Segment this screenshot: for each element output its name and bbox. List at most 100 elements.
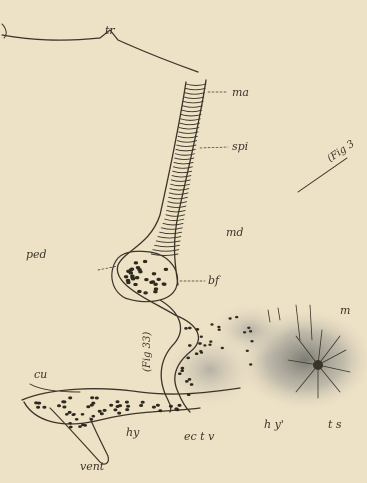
nucleus-dot	[143, 291, 147, 294]
nucleus-dot	[229, 317, 232, 319]
nucleus-dot	[235, 316, 238, 318]
label-ts: t s	[328, 418, 342, 431]
label-ect: ec t v	[184, 430, 215, 443]
nucleus-dot	[68, 396, 72, 399]
nucleus-dot	[208, 344, 211, 346]
nucleus-dot	[69, 426, 73, 429]
nucleus-dot	[34, 401, 38, 404]
nucleus-dot	[78, 425, 82, 428]
nucleus-dot	[141, 401, 145, 404]
nucleus-dot	[188, 327, 192, 330]
nucleus-dot	[169, 405, 173, 408]
nucleus-dot	[152, 272, 156, 275]
nucleus-dot	[126, 405, 130, 408]
nucleus-dot	[187, 393, 191, 396]
nucleus-dot	[75, 418, 79, 421]
nucleus-dot	[57, 404, 61, 407]
nucleus-dot	[133, 283, 137, 286]
label-fig-ref-center: (Fig 33)	[142, 332, 153, 372]
label-spi: spi	[232, 140, 248, 153]
label-hy2: h y'	[264, 418, 284, 431]
nucleus-dot	[200, 336, 203, 338]
label-cu: cu	[34, 368, 47, 381]
nucleus-dot	[68, 411, 72, 414]
nucleus-dot	[190, 383, 194, 386]
nucleus-dot	[90, 396, 94, 399]
nucleus-dot	[117, 412, 121, 415]
nucleus-dot	[130, 276, 134, 279]
nucleus-dot	[246, 350, 249, 352]
nucleus-dot	[198, 342, 202, 345]
label-bf: bf	[208, 274, 221, 287]
nucleus-dot	[125, 408, 129, 411]
nucleus-dot	[126, 281, 130, 284]
nucleus-dot	[61, 400, 65, 403]
nucleus-dot	[118, 404, 122, 407]
nucleus-dot	[68, 422, 72, 425]
nucleus-dot	[144, 278, 148, 281]
nucleus-dot	[185, 380, 189, 383]
nucleus-dot	[174, 407, 178, 410]
nucleus-dot	[42, 406, 46, 409]
nucleus-dot	[217, 326, 220, 328]
nucleus-dot	[149, 281, 153, 284]
nucleus-dot	[154, 287, 158, 290]
label-m: m	[340, 304, 350, 317]
nucleus-dot	[95, 397, 99, 400]
nucleus-dot	[188, 378, 192, 381]
nucleus-dot	[249, 363, 252, 365]
nucleus-dot	[65, 413, 69, 416]
nucleus-dot	[218, 329, 221, 331]
nucleus-dot	[136, 266, 140, 269]
label-ped: ped	[26, 248, 47, 261]
nucleus-dot	[116, 400, 120, 403]
nucleus-dot	[178, 372, 182, 375]
nucleus-dot	[143, 260, 147, 263]
nucleus-dot	[72, 413, 76, 416]
label-hy: hy	[126, 426, 140, 439]
label-vent: vent	[80, 460, 105, 473]
nucleus-dot	[195, 352, 199, 355]
nucleus-dot	[91, 402, 95, 405]
nucleus-dot	[181, 367, 185, 370]
nucleus-dot	[139, 404, 143, 407]
nucleus-dot	[92, 415, 96, 418]
nucleus-dot	[135, 276, 139, 279]
nucleus-dot	[86, 405, 90, 408]
fibre-center-dot	[313, 360, 323, 370]
label-mad: md	[226, 226, 243, 239]
nucleus-dot	[137, 290, 141, 293]
nucleus-dot	[210, 323, 213, 325]
nucleus-dot	[62, 406, 66, 409]
nucleus-dot	[162, 283, 166, 286]
nucleus-dot	[125, 401, 129, 404]
nucleus-dot	[243, 331, 246, 333]
nucleus-dot	[98, 410, 102, 413]
nucleus-dot	[129, 271, 133, 274]
nucleus-dot	[81, 413, 85, 416]
nucleus-dot	[158, 409, 162, 412]
nucleus-dot	[152, 406, 156, 409]
nucleus-dot	[188, 344, 192, 347]
nucleus-dot	[178, 404, 182, 407]
nucleus-dot	[196, 328, 200, 331]
nucleus-dot	[100, 412, 104, 415]
nucleus-dot	[184, 327, 188, 330]
nucleus-dot	[36, 406, 40, 409]
nucleus-dot	[103, 409, 107, 412]
nucleus-dot	[250, 340, 253, 342]
nucleus-dot	[90, 418, 94, 421]
label-ma: ma	[232, 86, 249, 99]
nucleus-dot	[153, 283, 157, 286]
nucleus-dot	[113, 408, 117, 411]
nucleus-dot	[199, 350, 202, 352]
label-tr: tr	[105, 24, 115, 37]
nucleus-dot	[203, 344, 206, 346]
nucleus-dot	[130, 267, 134, 270]
nucleus-dot	[164, 268, 168, 271]
nucleus-dot	[109, 404, 113, 407]
nucleus-dot	[247, 327, 250, 329]
nucleus-dot	[156, 404, 160, 407]
nucleus-dot	[83, 424, 87, 427]
